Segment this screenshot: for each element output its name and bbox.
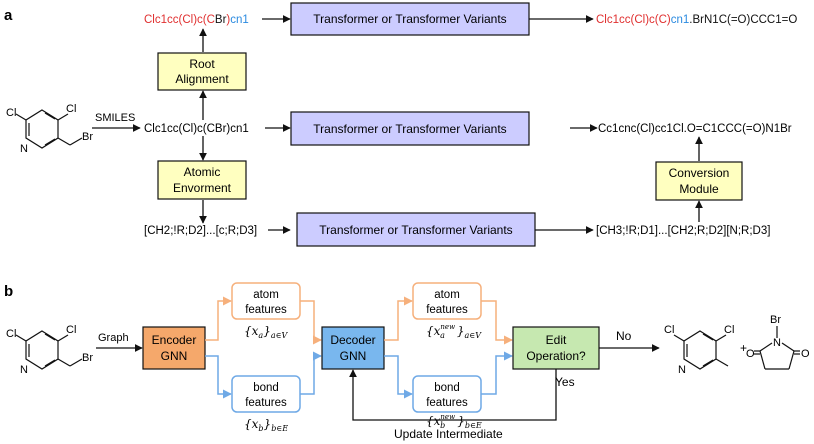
encoder-line2: GNN — [161, 349, 188, 363]
conversion-module-box — [655, 161, 743, 201]
math-x: x — [252, 417, 259, 431]
atom-label-cl: Cl — [664, 324, 674, 336]
root-alignment-box — [157, 52, 247, 91]
atom-label-cl: Cl — [6, 328, 16, 340]
atom-label-o: O — [801, 348, 810, 360]
root-smiles-black: Br — [215, 14, 227, 26]
panel-a-label: a — [4, 7, 13, 24]
atom-label-cl: Cl — [66, 324, 76, 336]
root-aligned-smiles: Clc1cc(Cl)c(CBr)cn1 — [144, 14, 249, 26]
atom-label-cl: Cl — [724, 324, 734, 336]
atom-label-br: Br — [82, 131, 93, 143]
decoder-to-atom-line — [384, 296, 413, 341]
molecule-dichloropyridine-a — [15, 109, 83, 149]
bond-to-decoder-line — [300, 351, 322, 395]
input-smiles: Clc1cc(Cl)c(CBr)cn1 — [144, 123, 249, 135]
product-molecule-methylpyridine — [673, 330, 729, 370]
atom-label-n: N — [20, 364, 28, 376]
edit-operation-line1: Edit — [546, 333, 567, 347]
panel-b-label: b — [4, 283, 13, 300]
environment-input: [CH2;!R;D2]...[c;R;D3] — [144, 225, 257, 237]
transformer-box-top — [290, 2, 530, 36]
math-sub-b: b — [440, 421, 445, 430]
math-sub-b: b — [258, 424, 263, 433]
atom-label-n: N — [20, 143, 28, 155]
atomic-environment-box — [157, 160, 247, 200]
bond-features-2-line2: features — [426, 397, 468, 409]
conversion-module-line1: Conversion — [669, 166, 730, 180]
transformer-label-top: Transformer or Transformer Variants — [313, 12, 506, 26]
math-x: x — [434, 324, 441, 338]
bond-features-1-line2: features — [245, 397, 287, 409]
math-sup-new: new — [440, 413, 455, 421]
atom-label-o: O — [746, 348, 755, 360]
math-sup-new: new — [440, 323, 455, 331]
math-sub-atom-set: a∈V — [271, 331, 289, 340]
yes-label: Yes — [555, 375, 575, 389]
bond-features-1-formula: {xb}b∈E — [244, 417, 288, 433]
edit-operation-box — [512, 326, 600, 370]
decoder-line1: Decoder — [330, 333, 375, 347]
atom-features-1-formula: {xa}a∈V — [244, 324, 289, 340]
update-intermediate-label: Update Intermediate — [394, 427, 503, 441]
product-molecule-nbs — [754, 326, 800, 370]
decoder-to-bond-line — [384, 355, 413, 399]
root-smiles-red2: ) — [226, 14, 230, 26]
math-sub-a: a — [440, 331, 445, 340]
smiles-arrow-label: SMILES — [95, 112, 135, 124]
math-sub-a: a — [258, 331, 263, 340]
yes-loop-line — [349, 369, 557, 421]
atom-label-n: N — [678, 364, 686, 376]
no-label: No — [616, 329, 632, 343]
environment-output: [CH3;!R;D1]...[CH2;R;D2][N;R;D3] — [596, 225, 770, 237]
top-output-blue: cn1 — [671, 14, 690, 26]
middle-output-smiles: Cc1cnc(Cl)cc1Cl.O=C1CCC(=O)N1Br — [598, 123, 792, 135]
atom-label-n: N — [773, 337, 781, 349]
encoder-to-atom-line — [205, 296, 232, 341]
encoder-gnn-box — [142, 326, 206, 370]
encoder-line1: Encoder — [152, 333, 197, 347]
transformer-box-middle — [290, 111, 530, 146]
bond-features-2-line1: bond — [434, 382, 460, 394]
root-alignment-line2: Alignment — [175, 72, 229, 86]
math-x: x — [434, 414, 441, 428]
plus-sign: + — [740, 341, 747, 355]
atom-label-cl: Cl — [6, 107, 16, 119]
bond-features-1-line1: bond — [253, 382, 279, 394]
atom-to-edit-line — [481, 300, 513, 345]
atom-label-cl: Cl — [66, 103, 76, 115]
atomic-environment-line1: Atomic — [184, 165, 221, 179]
edit-operation-line2: Operation? — [526, 349, 586, 363]
root-smiles-red: Clc1cc(Cl)c(C — [144, 14, 215, 26]
graph-arrow-label: Graph — [98, 332, 129, 344]
math-sub-bond-set: b∈E — [465, 421, 482, 430]
math-sub-atom-set: a∈V — [465, 331, 483, 340]
math-sub-bond-set: b∈E — [271, 424, 288, 433]
atom-to-decoder-line — [300, 300, 322, 345]
molecule-dichloropyridine-b — [15, 330, 83, 370]
encoder-to-bond-line — [205, 355, 232, 399]
decoder-gnn-box — [321, 326, 385, 370]
atom-features-1-line1: atom — [253, 289, 279, 301]
conversion-module-line2: Module — [679, 182, 719, 196]
atom-features-2-line1: atom — [434, 289, 460, 301]
atom-features-1-line2: features — [245, 304, 287, 316]
math-x: x — [252, 324, 259, 338]
top-output-smiles: Clc1cc(Cl)c(C)cn1.BrN1C(=O)CCC1=O — [596, 14, 797, 26]
transformer-label-bottom: Transformer or Transformer Variants — [319, 223, 512, 237]
atomic-environment-line2: Envorment — [173, 181, 232, 195]
atom-features-2-line2: features — [426, 304, 468, 316]
decoder-line2: GNN — [340, 349, 367, 363]
root-alignment-line1: Root — [189, 57, 215, 71]
transformer-box-bottom — [296, 212, 536, 247]
root-smiles-blue: cn1 — [230, 14, 249, 26]
bond-to-edit-line — [481, 351, 513, 395]
atom-label-br: Br — [82, 352, 93, 364]
transformer-label-middle: Transformer or Transformer Variants — [313, 122, 506, 136]
top-output-red: Clc1cc(Cl)c(C) — [596, 14, 671, 26]
atom-label-br: Br — [770, 314, 781, 326]
top-output-black: .BrN1C(=O)CCC1=O — [689, 14, 797, 26]
